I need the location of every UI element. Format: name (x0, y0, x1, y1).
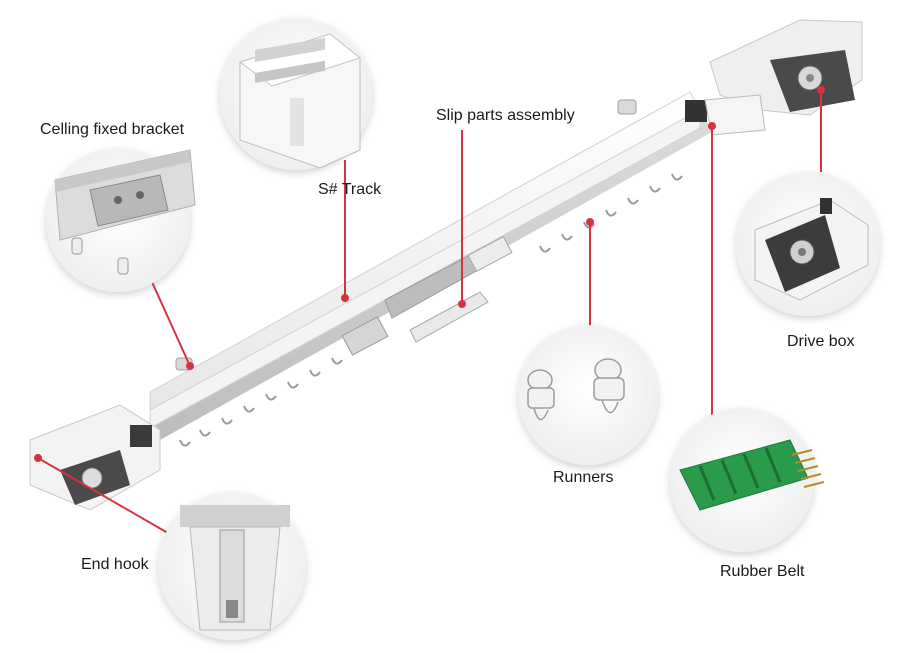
leader-dot-belt (708, 122, 716, 130)
end-hook-icon (180, 505, 290, 631)
leader-dot-drive (817, 86, 825, 94)
drive-box-icon (754, 198, 869, 301)
leader-dot-endhook (34, 454, 42, 462)
rubber-belt-callout (670, 408, 825, 552)
end-hook-callout (158, 492, 306, 640)
leader-dot-track (341, 294, 349, 302)
left-end-cap (29, 404, 161, 511)
label-track: S# Track (318, 181, 382, 198)
ceiling-bracket-callout (46, 148, 196, 292)
leader-dot-slip (458, 300, 466, 308)
track-runners (179, 173, 683, 447)
track-profile-icon (238, 33, 362, 169)
slip-parts-assembly (341, 235, 513, 356)
label-drive-box: Drive box (787, 333, 855, 350)
rubber-belt-icon (679, 439, 825, 511)
track-bracket (617, 99, 637, 115)
right-drive-end (685, 19, 863, 136)
ceiling-bracket-icon (54, 149, 196, 275)
leader-line-endhook (37, 457, 181, 541)
runner-icon (527, 358, 625, 421)
runners-callout (518, 325, 658, 465)
label-slip-parts-assembly: Slip parts assembly (436, 107, 575, 124)
track-front-face (149, 109, 701, 429)
leader-dot-bracket (186, 362, 194, 370)
leader-lines (34, 86, 825, 541)
label-ceiling-fixed-bracket: Celling fixed bracket (40, 121, 185, 138)
drive-box-callout (736, 172, 880, 316)
main-track (149, 91, 712, 440)
label-rubber-belt: Rubber Belt (720, 563, 805, 580)
track-profile-callout (220, 18, 372, 170)
label-end-hook: End hook (81, 556, 149, 573)
label-runners: Runners (553, 469, 614, 486)
leader-line-bracket (151, 281, 191, 367)
leader-dot-runners (586, 218, 594, 226)
